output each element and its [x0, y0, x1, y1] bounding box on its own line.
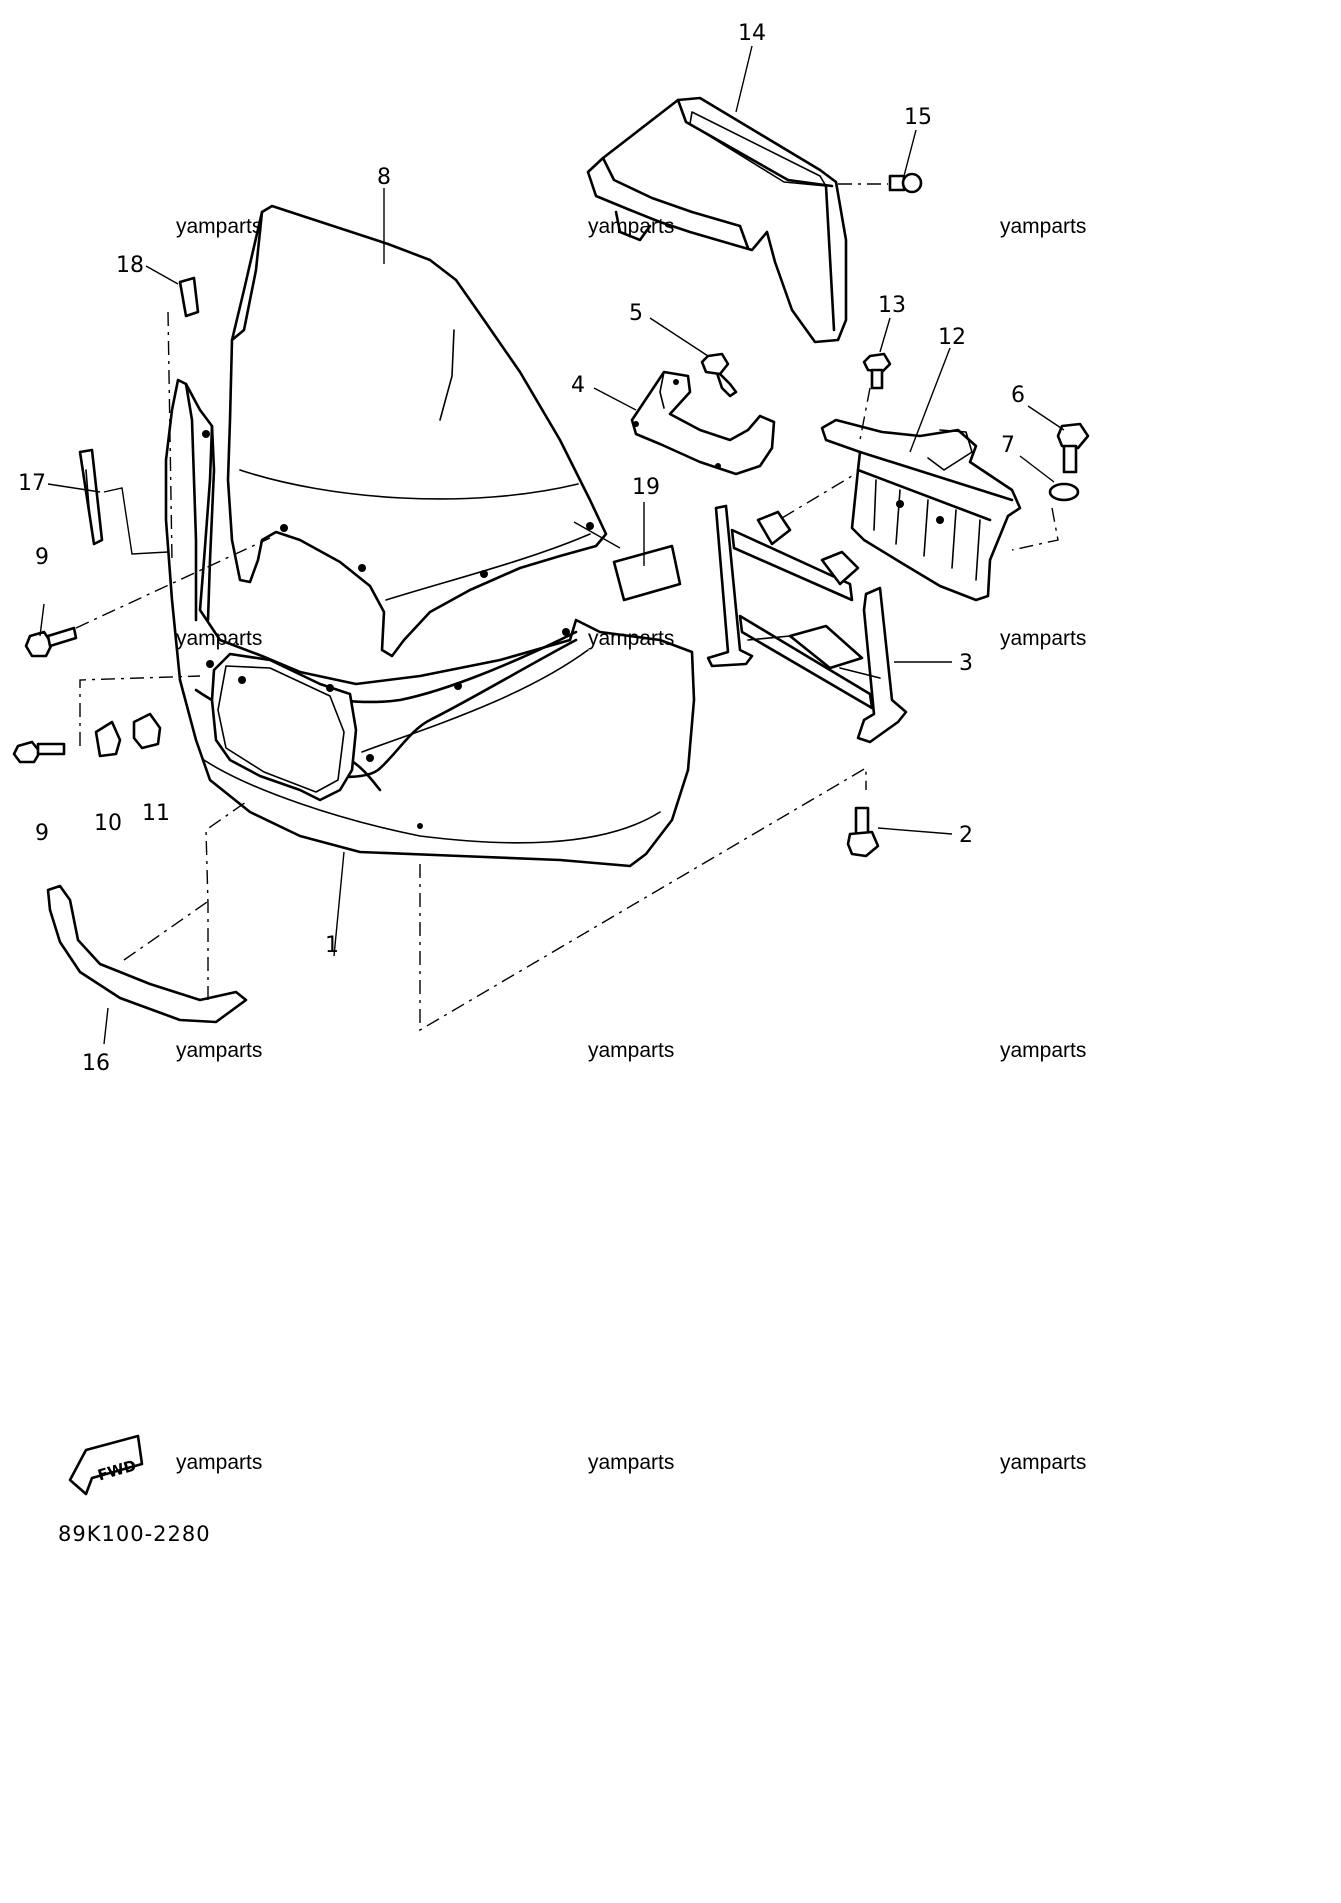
callout-5: 5 — [629, 301, 643, 326]
part-10-grommet — [94, 720, 122, 758]
part-13-screw — [862, 352, 892, 390]
part-12-bracket — [820, 418, 1022, 602]
callout-2: 2 — [959, 823, 973, 848]
part-8-windscreen — [226, 204, 608, 658]
watermarks: yamparts yamparts yamparts yamparts yamp… — [176, 215, 1086, 1474]
callout-10: 10 — [94, 811, 122, 836]
watermark: yamparts — [588, 627, 674, 650]
callout-17: 17 — [18, 471, 46, 496]
callout-6: 6 — [1011, 383, 1025, 408]
watermark: yamparts — [176, 1451, 262, 1474]
diagram-code: 89K100-2280 — [58, 1522, 211, 1546]
callout-8: 8 — [377, 165, 391, 190]
watermark: yamparts — [588, 215, 674, 238]
watermark: yamparts — [588, 1039, 674, 1062]
watermark: yamparts — [588, 1451, 674, 1474]
callout-19: 19 — [632, 475, 660, 500]
watermark: yamparts — [1000, 627, 1086, 650]
part-4-bracket — [630, 370, 776, 476]
callout-16: 16 — [82, 1051, 110, 1076]
callout-9-upper: 9 — [35, 545, 49, 570]
part-16-molding — [46, 884, 248, 1024]
part-15-screw — [888, 172, 923, 194]
callout-7: 7 — [1001, 433, 1015, 458]
part-14-meter-cover — [586, 96, 848, 344]
callout-15: 15 — [904, 105, 932, 130]
callout-14: 14 — [738, 21, 766, 46]
callout-1: 1 — [325, 933, 339, 958]
assembly-lines — [75, 183, 1059, 1032]
callout-11: 11 — [142, 801, 170, 826]
part-19-label — [612, 544, 682, 602]
part-3-stay — [706, 504, 908, 744]
callout-9-lower: 9 — [35, 821, 49, 846]
watermark: yamparts — [176, 1039, 262, 1062]
callout-4: 4 — [571, 373, 585, 398]
exploded-parts-diagram: 14 15 8 18 5 13 12 4 6 7 17 19 9 3 9 10 … — [12, 21, 1090, 1546]
callout-18: 18 — [116, 253, 144, 278]
callout-labels: 14 15 8 18 5 13 12 4 6 7 17 19 9 3 9 10 … — [18, 21, 1025, 1076]
part-9-bolt-lower — [12, 740, 66, 764]
part-6-bolt — [1056, 422, 1090, 474]
part-17-emblem — [78, 448, 104, 546]
watermark: yamparts — [1000, 1451, 1086, 1474]
part-11-nut — [132, 712, 162, 750]
part-7-washer — [1048, 482, 1080, 502]
callout-3: 3 — [959, 651, 973, 676]
watermark: yamparts — [176, 215, 262, 238]
part-5-screw — [700, 352, 738, 398]
part-9-bolt-upper — [24, 626, 78, 658]
fwd-arrow-icon: FWD — [68, 1434, 144, 1496]
leader-lines — [39, 45, 1065, 1045]
watermark: yamparts — [1000, 1039, 1086, 1062]
watermark: yamparts — [1000, 215, 1086, 238]
callout-13: 13 — [878, 293, 906, 318]
part-1-fairing — [164, 378, 696, 868]
callout-12: 12 — [938, 325, 966, 350]
watermark: yamparts — [176, 627, 262, 650]
part-2-bolt — [846, 806, 880, 858]
part-18-pad — [178, 276, 200, 318]
